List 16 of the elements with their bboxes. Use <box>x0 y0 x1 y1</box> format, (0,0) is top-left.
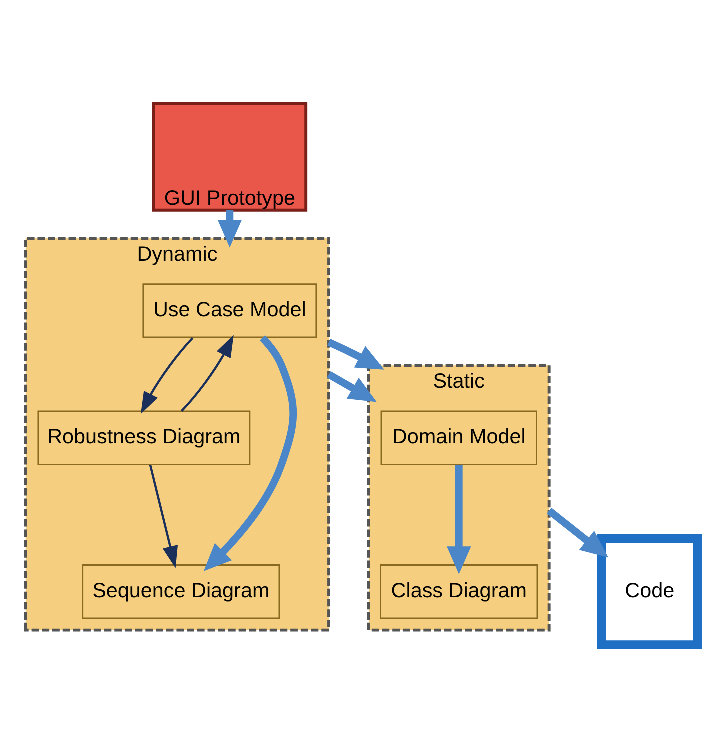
arrow <box>218 210 242 248</box>
arrow <box>547 508 609 558</box>
node-box: Use Case Model <box>142 284 318 338</box>
arrow <box>180 335 234 412</box>
node-box: Class Diagram <box>380 564 538 620</box>
arrow <box>447 465 472 574</box>
arrow <box>327 371 377 402</box>
node-box: GUI Prototype <box>152 102 308 212</box>
node-box: Sequence Diagram <box>82 564 280 620</box>
node-box: Code <box>597 534 702 650</box>
node-box: Domain Model <box>380 410 538 466</box>
arrow <box>149 464 178 568</box>
arrow <box>140 337 194 414</box>
arrow <box>204 336 298 572</box>
node-box: Robustness Diagram <box>38 410 251 466</box>
arrow <box>328 339 384 370</box>
